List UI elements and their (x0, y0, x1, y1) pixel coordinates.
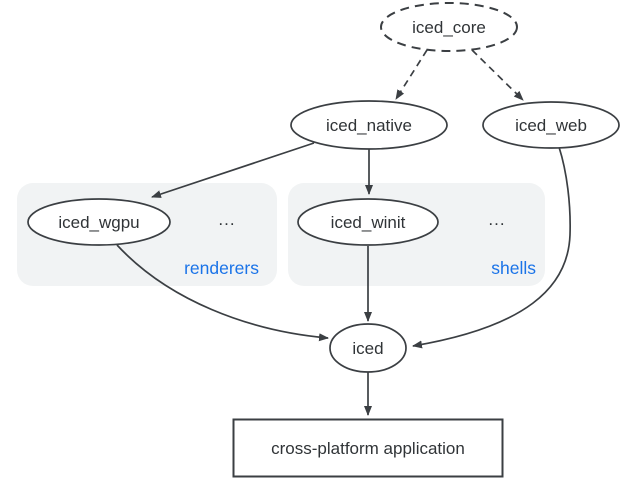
node-iced-web (482, 101, 620, 149)
edge-iced-native-to-iced-wgpu (151, 142, 315, 198)
shells-group-label: shells (491, 258, 536, 278)
node-iced-wgpu-label: iced_wgpu (58, 213, 139, 232)
node-iced-core-label: iced_core (412, 18, 486, 37)
renderers-group-label: renderers (184, 258, 259, 278)
node-iced (329, 323, 407, 373)
node-iced-winit (297, 198, 439, 246)
node-application-label: cross-platform application (271, 439, 465, 458)
renderers-ellipsis: ... (218, 210, 235, 229)
node-iced-wgpu (27, 198, 171, 246)
shells-ellipsis: ... (488, 210, 505, 229)
node-iced-winit-label: iced_winit (331, 213, 406, 232)
node-iced-label: iced (352, 339, 383, 358)
node-iced-web-label: iced_web (515, 116, 587, 135)
node-iced-core (380, 2, 518, 52)
edge-iced-wgpu-to-iced (116, 244, 329, 342)
node-iced-native (290, 100, 448, 150)
edge-iced-core-to-iced-web (471, 49, 524, 101)
edge-iced-web-to-iced (412, 146, 572, 349)
node-application (232, 418, 504, 478)
edge-iced-core-to-iced-native (395, 49, 428, 100)
node-iced-native-label: iced_native (326, 116, 412, 135)
